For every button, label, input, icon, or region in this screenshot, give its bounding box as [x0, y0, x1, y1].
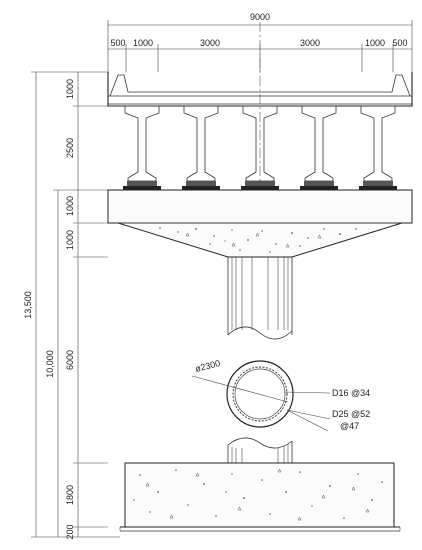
rebar-label-2: D25 @52 [332, 409, 370, 419]
dim-1000-cap: 1000 [65, 196, 75, 216]
dim-2500: 2500 [65, 138, 75, 158]
seg-label-4: 3000 [300, 38, 320, 48]
seg-label-5: 1000 [365, 38, 385, 48]
dim-1000-taper: 1000 [65, 230, 75, 250]
rebar-label-3: @47 [340, 421, 359, 431]
pier-column-lower [227, 437, 293, 463]
aggregate-hatch-footing [133, 468, 383, 521]
seg-label-1: 500 [110, 38, 125, 48]
seg-label-6: 500 [392, 38, 407, 48]
dim-200: 200 [65, 524, 75, 539]
dim-1800: 1800 [65, 485, 75, 505]
rebar-label-1: D16 @34 [332, 388, 370, 398]
girder-2 [182, 105, 220, 190]
girder-3 [241, 105, 279, 190]
left-dimension-lines [31, 71, 120, 538]
dim-6000: 6000 [65, 350, 75, 370]
girder-4 [300, 105, 338, 190]
overall-width-label: 9000 [250, 12, 270, 22]
girders [123, 105, 397, 190]
pier-column-upper [227, 257, 293, 340]
pier-cap [107, 189, 413, 258]
dim-1000-top: 1000 [65, 79, 75, 99]
seg-label-3: 3000 [200, 38, 220, 48]
footing [119, 462, 401, 532]
diameter-label: ø2300 [194, 358, 221, 374]
aggregate-hatch-cap [159, 227, 357, 253]
girder-1 [123, 105, 161, 190]
dim-pier-height: 10,000 [45, 350, 55, 378]
dim-total-height: 13,500 [23, 291, 33, 319]
girder-5 [359, 105, 397, 190]
seg-label-2: 1000 [133, 38, 153, 48]
column-cross-section [191, 360, 331, 432]
